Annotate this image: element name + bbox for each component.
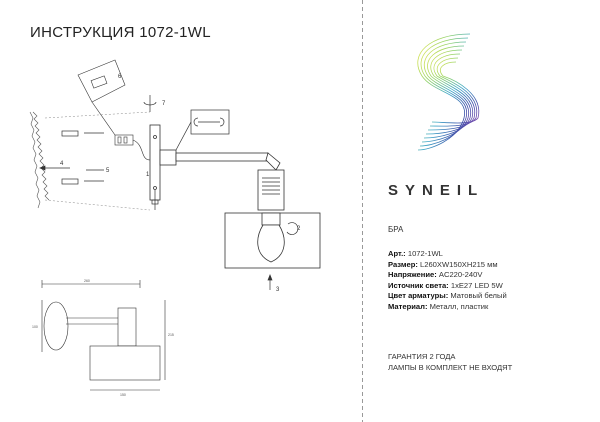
dim-215: 215 [168,333,174,337]
spec-row: Арт.: 1072-1WL [388,249,443,258]
lamp-shade [224,212,321,269]
product-type: БРА [388,225,404,234]
dim-260: 260 [84,279,90,283]
installation-diagram: 4 5 6 7 1 2 3 260 100 150 215 [29,59,321,397]
step-7: 7 [162,101,166,107]
step-4: 4 [60,161,64,167]
step-1: 1 [146,172,150,178]
spec-row: Цвет арматуры: Матовый белый [388,291,507,301]
step-3: 3 [276,287,280,293]
dimension-drawing [41,280,166,391]
mounting-plate [149,124,161,201]
wire-connector [114,134,151,161]
lamps-note: ЛАМПЫ В КОМПЛЕКТ НЕ ВХОДЯТ [388,362,513,372]
step-5: 5 [106,168,110,174]
lamp-arm [159,149,281,171]
step-6: 6 [118,74,122,80]
page-title: ИНСТРУКЦИЯ 1072-1WL [30,24,211,41]
brand-name: SYNEIL [388,182,485,199]
spec-row: Материал: Металл, пластик [388,301,489,311]
dim-150: 150 [120,393,126,397]
wrench-icon [175,109,230,151]
spec-row: Источник света: 1xE27 LED 5W [388,280,503,290]
warranty-note: ГАРАНТИЯ 2 ГОДА ЛАМПЫ В КОМПЛЕКТ НЕ ВХОД… [388,352,512,374]
spec-row: Размер: L260XW150XH215 мм [388,259,498,269]
lamp-socket [257,169,285,211]
warranty-line: ГАРАНТИЯ 2 ГОДА [388,352,456,361]
spec-row: Напряжение: AC220-240V [388,270,483,280]
syneil-logo [417,33,480,151]
anchors [61,130,104,185]
dim-100: 100 [32,325,38,329]
wall-hatch [29,111,50,209]
connector-detail [77,59,126,136]
step-labels: 4 5 6 7 1 2 3 [60,74,301,293]
spec-list: Арт.: 1072-1WL Размер: L260XW150XH215 мм… [388,249,507,313]
dashed-divider [362,0,363,422]
step-2: 2 [297,226,301,232]
